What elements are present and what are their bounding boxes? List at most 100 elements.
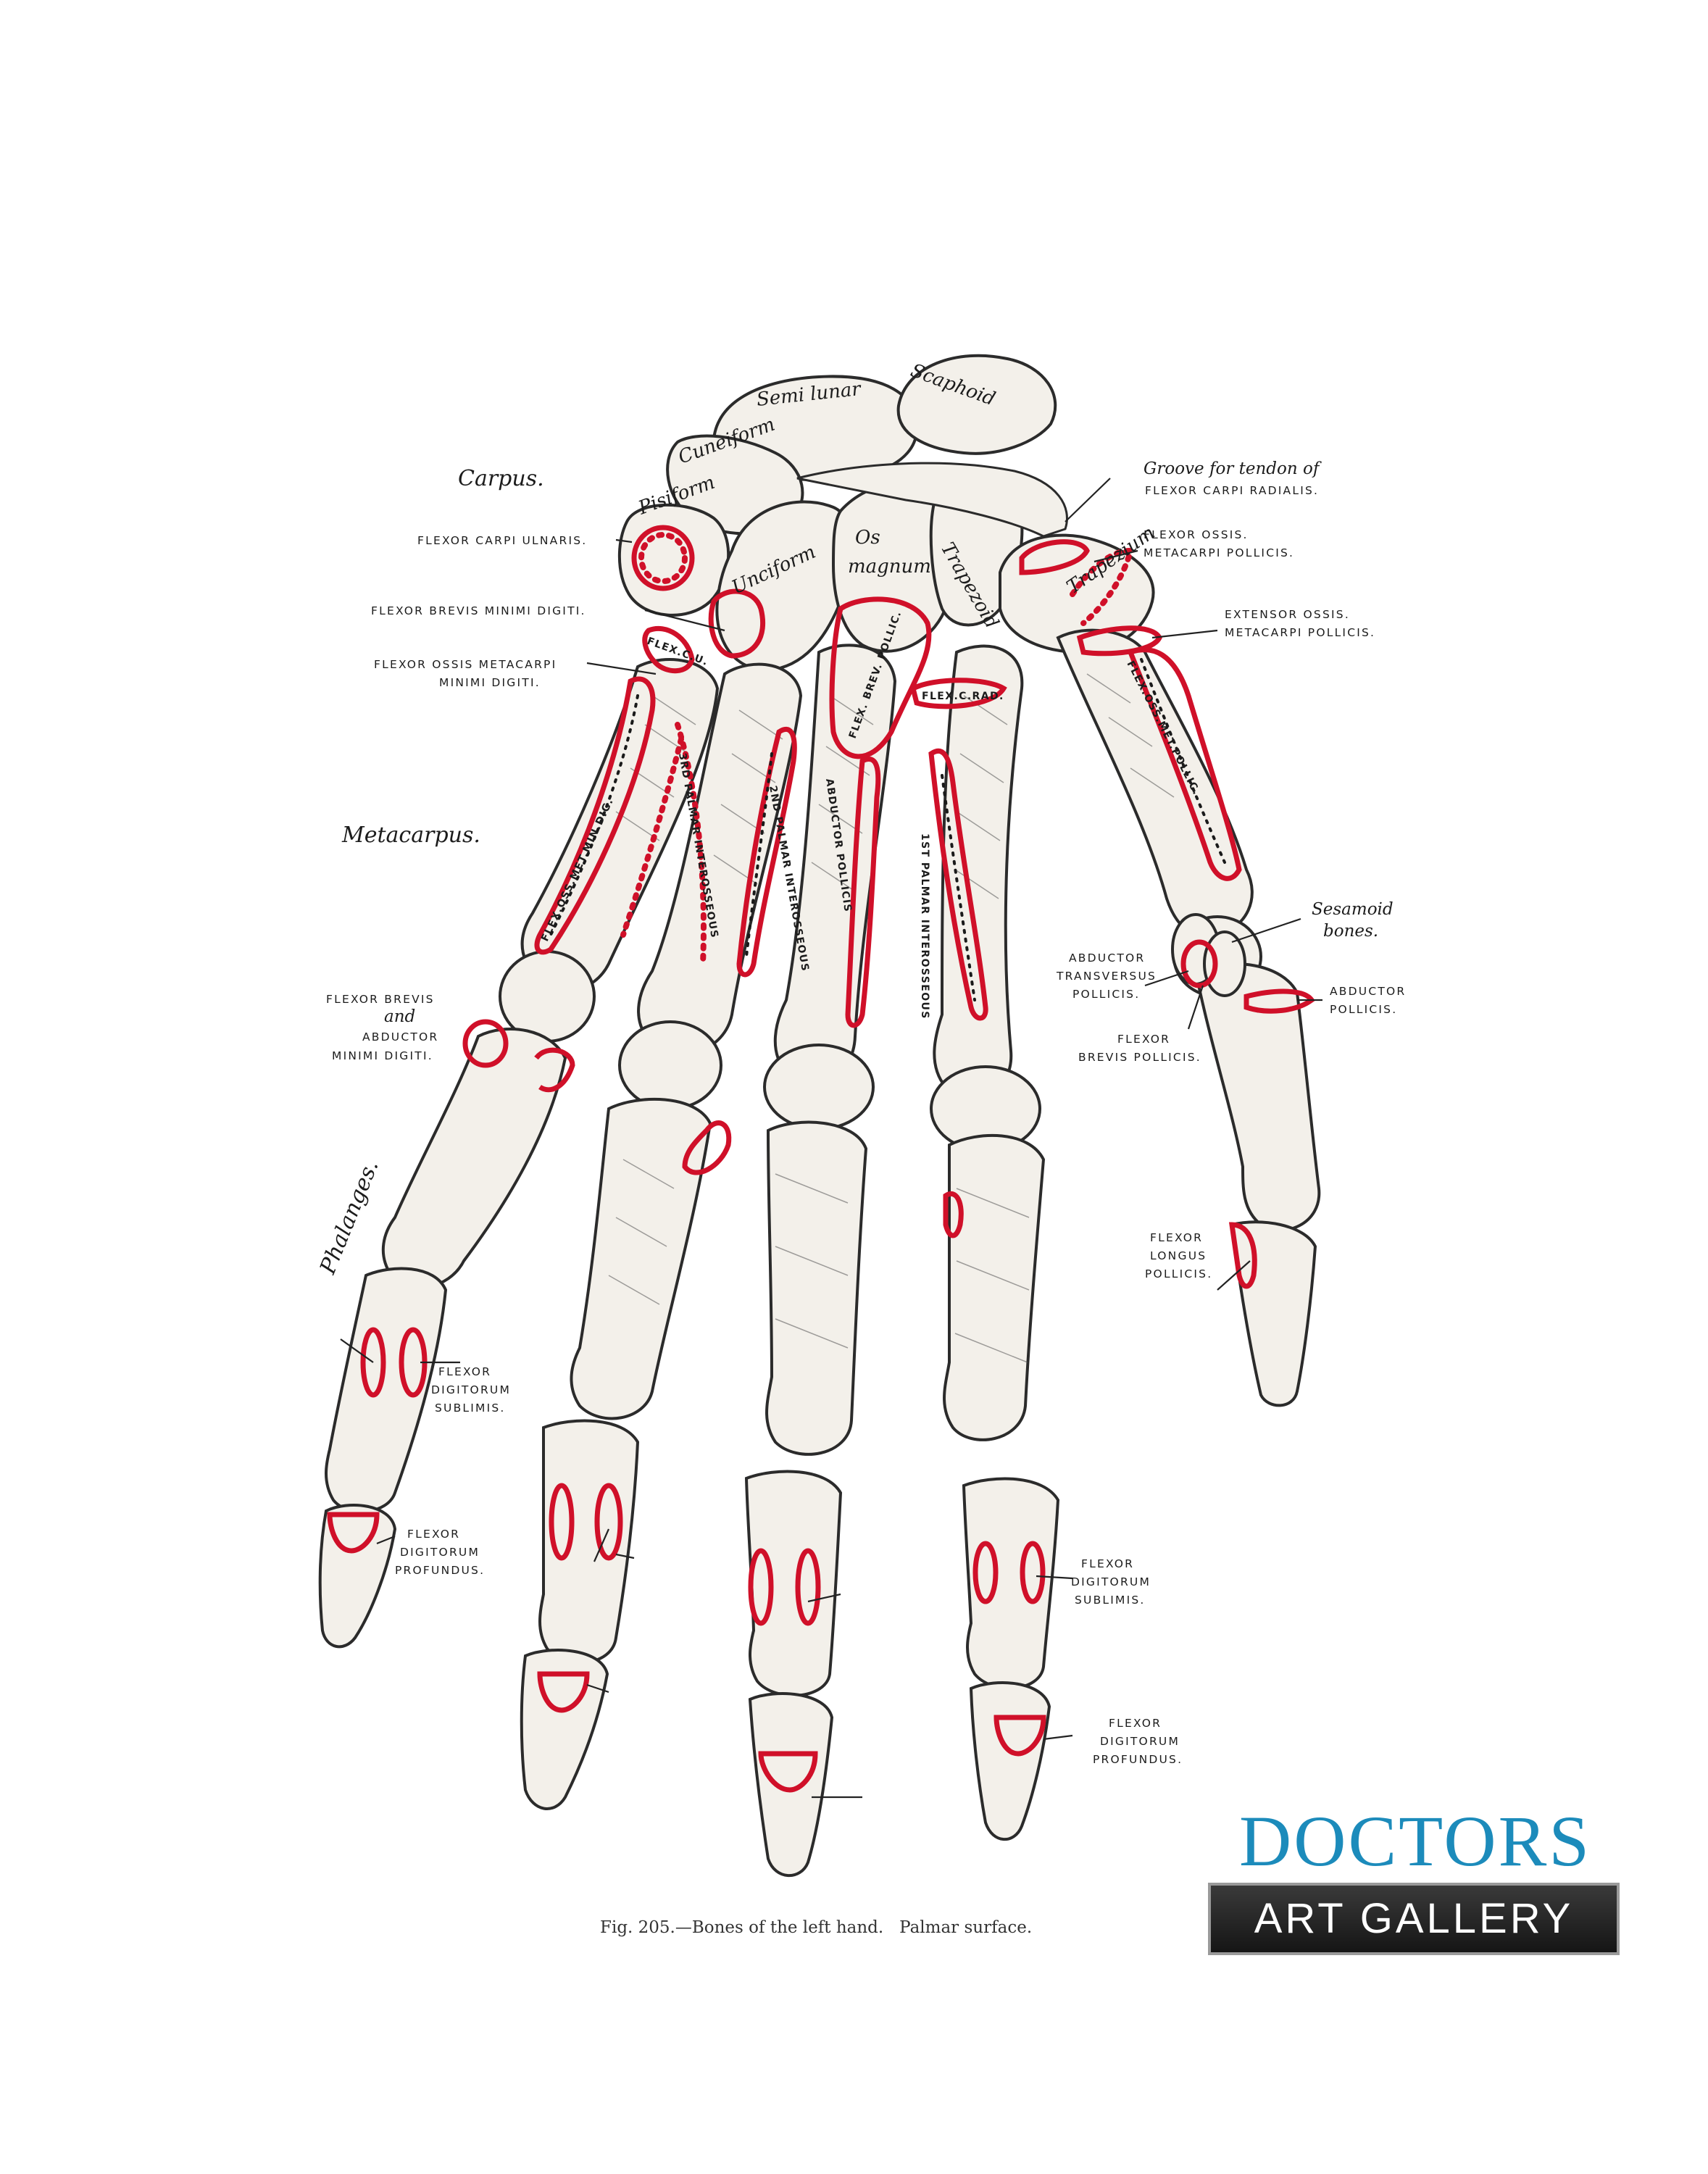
middle-fdp-attachment xyxy=(758,1751,818,1793)
flp-attachment xyxy=(1228,1222,1257,1289)
label-fds-left-3: SUBLIMIS. xyxy=(435,1402,506,1415)
label-ap-1: ABDUCTOR xyxy=(1330,985,1406,998)
label-ap-2: POLLICIS. xyxy=(1330,1003,1397,1016)
index-middle-phalanx xyxy=(962,1477,1060,1690)
thumb-flexor-attachment xyxy=(943,1191,964,1238)
middle-middle-phalanx xyxy=(744,1470,843,1697)
label-groove-2: FLEXOR CARPI RADIALIS. xyxy=(1145,484,1319,497)
label-fds-right-1: FLEXOR xyxy=(1081,1557,1134,1570)
region-phalanges: Phalanges. xyxy=(315,1157,384,1278)
label-flp-1: FLEXOR xyxy=(1150,1231,1203,1244)
little-middle-phalanx xyxy=(325,1267,448,1513)
fbamd-attachment xyxy=(462,1019,509,1068)
little-fdp-attachment xyxy=(327,1512,380,1554)
label-eomp-1: EXTENSOR OSSIS. xyxy=(1225,608,1350,621)
palmar2-dotted xyxy=(745,752,773,958)
ring-middle-phalanx xyxy=(538,1419,640,1665)
logo-doctors: DOCTORS xyxy=(1239,1801,1591,1881)
label-fdp-right-3: PROFUNDUS. xyxy=(1093,1753,1183,1766)
fcu-lower-attachment xyxy=(642,625,695,674)
logo-bar xyxy=(1208,1883,1620,1955)
flex-c-rad-attachment xyxy=(909,678,1007,709)
fcu-attachment-inner xyxy=(638,532,688,584)
thumb-proximal-phalanx xyxy=(1193,962,1321,1232)
label-fds-left-1: FLEXOR xyxy=(438,1365,491,1378)
scaphoid-bone xyxy=(896,354,1057,455)
palmar3-attachment xyxy=(620,722,707,967)
label-fdp-left-3: PROFUNDUS. xyxy=(395,1564,485,1577)
ring-fds-a xyxy=(549,1483,575,1561)
metacarpal-1 xyxy=(1056,628,1254,938)
middle-proximal-phalanx xyxy=(765,1120,868,1456)
label-flp-3: POLLICIS. xyxy=(1145,1267,1212,1280)
palmar1-dotted xyxy=(941,774,976,1001)
label-fomp-2: METACARPI POLLICIS. xyxy=(1143,546,1294,559)
flex-oss-met-pollic-attachment xyxy=(1127,647,1242,881)
label-eomp-2: METACARPI POLLICIS. xyxy=(1225,626,1375,639)
label-fdp-left-1: FLEXOR xyxy=(407,1528,460,1541)
label-fbamd-4: MINIMI DIGITI. xyxy=(332,1049,433,1062)
figure-caption: Fig. 205.—Bones of the left hand. Palmar… xyxy=(600,1918,1032,1937)
flex-oss-met-min-attachment xyxy=(534,676,656,955)
trapezium-bone xyxy=(999,533,1155,654)
label-fommd-1: FLEXOR OSSIS METACARPI xyxy=(374,658,557,671)
palmar1-attachment xyxy=(928,748,988,1021)
inline-palmar-1: 1ST PALMAR INTEROSSEOUS xyxy=(919,833,930,1020)
mc3-head xyxy=(763,1044,875,1130)
label-fcu: FLEXOR CARPI ULNARIS. xyxy=(417,534,587,547)
sesamoid-attachment xyxy=(1180,939,1218,988)
label-fbp-1: FLEXOR xyxy=(1117,1033,1170,1046)
middle-fds-b xyxy=(795,1548,821,1626)
label-fds-left-2: DIGITORUM xyxy=(431,1383,511,1396)
label-groove-1: Groove for tendon of xyxy=(1143,459,1322,478)
index-fds-b xyxy=(1020,1541,1046,1604)
abd-pollicis-attachment xyxy=(845,757,881,1028)
label-fommd-2: MINIMI DIGITI. xyxy=(439,676,541,689)
ring-fds-b xyxy=(594,1483,623,1561)
label-flp-2: LONGUS xyxy=(1150,1249,1207,1262)
unciform-bone xyxy=(715,500,854,672)
label-sesamoid-1: Sesamoid xyxy=(1312,900,1394,919)
fbmd-attachment xyxy=(708,588,766,659)
trapezium-attachment xyxy=(1070,547,1135,626)
fbamd-lower-attachment xyxy=(534,1047,575,1093)
shading xyxy=(608,673,1175,1363)
ring-fdp-attachment xyxy=(537,1671,590,1713)
label-fds-right-3: SUBLIMIS. xyxy=(1075,1594,1146,1607)
palmar2-attachment xyxy=(736,726,797,978)
thumb-flex-dotted xyxy=(1140,658,1226,864)
bone-label-os-magnum-2: magnum xyxy=(848,556,931,578)
little-fds-a xyxy=(360,1327,386,1398)
index-distal-phalanx xyxy=(969,1681,1051,1841)
flex-brev-pollic-attachment xyxy=(829,596,932,759)
sesamoid-bone-b xyxy=(1203,930,1246,997)
label-fdp-right-2: DIGITORUM xyxy=(1100,1735,1180,1748)
label-fbamd-3: ABDUCTOR xyxy=(362,1030,438,1044)
label-atp-1: ABDUCTOR xyxy=(1069,951,1145,965)
label-atp-3: POLLICIS. xyxy=(1072,988,1140,1001)
index-proximal-phalanx xyxy=(943,1133,1046,1441)
label-fbamd-1: FLEXOR BREVIS xyxy=(326,993,435,1006)
fcu-attachment xyxy=(631,525,695,591)
region-metacarpus: Metacarpus. xyxy=(341,822,480,848)
label-fbp-2: BREVIS POLLICIS. xyxy=(1078,1051,1201,1064)
label-sesamoid-2: bones. xyxy=(1323,922,1378,941)
muscle-attachments xyxy=(327,525,1315,1793)
index-fds-a xyxy=(972,1541,999,1604)
mc4-head xyxy=(618,1020,722,1110)
label-atp-2: TRANSVERSUS xyxy=(1056,970,1157,983)
fomp-attachment xyxy=(1019,539,1090,575)
middle-distal-phalanx xyxy=(748,1692,834,1878)
label-fdp-left-2: DIGITORUM xyxy=(400,1546,480,1559)
logo-art-gallery: ART GALLERY xyxy=(1254,1895,1574,1942)
region-carpus: Carpus. xyxy=(458,466,544,491)
ring-sublimis-attachment xyxy=(682,1120,732,1175)
carpal-back xyxy=(796,462,1068,538)
thumb-distal-phalanx xyxy=(1230,1220,1317,1407)
eomp-attachment xyxy=(1076,625,1162,657)
label-fbmd: FLEXOR BREVIS MINIMI DIGITI. xyxy=(371,604,586,617)
label-fbamd-2: and xyxy=(384,1007,415,1026)
label-fds-right-2: DIGITORUM xyxy=(1071,1575,1151,1588)
